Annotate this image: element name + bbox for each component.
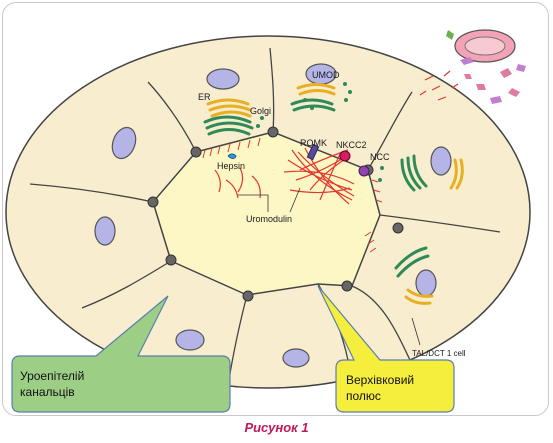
nkcc2-label: NKCC2 — [336, 140, 367, 150]
er-label: ER — [198, 92, 211, 102]
er-golgi-top-center — [290, 83, 336, 112]
romk-label: ROMK — [300, 138, 327, 148]
ncc-transporter — [358, 165, 370, 177]
hepsin-enzyme — [227, 153, 237, 159]
golgi-label: Golgi — [250, 106, 271, 116]
callout-epithelium: Уроепітелій канальців — [11, 295, 231, 413]
figure-caption-text: Рисунок 1 — [244, 420, 309, 435]
er-golgi-top-left — [203, 98, 254, 136]
leader-lines — [238, 187, 421, 346]
nuclei — [94, 63, 452, 368]
vessel-inset — [419, 29, 526, 104]
cell-type-label: TAL/DCT 1 cell — [412, 349, 466, 358]
cell-boundaries — [29, 47, 501, 389]
umod-label: UMOD — [312, 70, 340, 80]
callout-epithelium-line2: канальців — [20, 385, 75, 399]
figure-caption: Рисунок 1 — [0, 420, 553, 435]
nkcc2-transporter — [339, 150, 351, 162]
callout-apical-pole-line2: полюс — [346, 389, 381, 403]
callout-epithelium-line1: Уроепітелій — [20, 369, 84, 383]
er-golgi-right — [400, 154, 464, 192]
romk-channel — [306, 143, 320, 161]
hepsin-label: Hepsin — [217, 161, 245, 171]
ncc-label: NCC — [370, 152, 390, 162]
callout-apical-pole-line1: Верхівковий — [346, 373, 414, 387]
vesicles — [256, 82, 384, 182]
er-golgi-lower-right — [394, 246, 434, 305]
microvilli — [202, 137, 383, 253]
callout-apical-pole: Верхівковий полюс — [317, 285, 455, 413]
uromodulin-fibers — [214, 147, 355, 205]
uromodulin-label: Uromodulin — [246, 214, 292, 224]
kidney-tubule-diagram: ER Golgi UMOD ROMK NKCC2 NCC Hepsin Urom… — [5, 29, 531, 413]
